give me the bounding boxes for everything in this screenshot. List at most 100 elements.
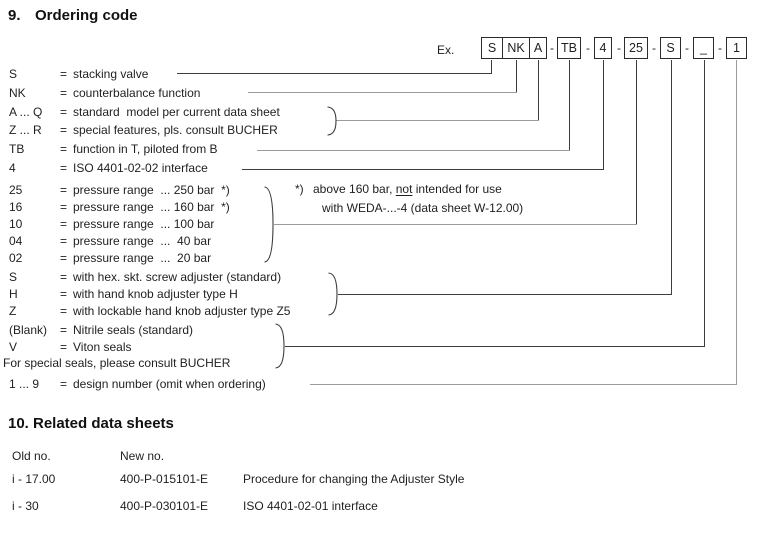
code-box-blank: _ [693, 37, 714, 59]
equals-sign: = [60, 340, 68, 354]
equals-sign: = [60, 142, 68, 156]
equals-sign: = [60, 377, 68, 391]
related-table-header-new: New no. [120, 449, 165, 463]
code-label: TB [9, 142, 25, 156]
code-label: 04 [9, 234, 23, 248]
equals-sign: = [60, 183, 68, 197]
connector-hline [177, 73, 492, 74]
dash-separator: - [550, 41, 554, 55]
code-label: 16 [9, 200, 23, 214]
example-label: Ex. [437, 43, 455, 57]
connector-vline [491, 60, 492, 74]
code-box-s: S [660, 37, 681, 59]
connector-vline [636, 60, 637, 225]
group-brace [264, 186, 274, 263]
code-box-1: 1 [726, 37, 747, 59]
dash-separator: - [617, 41, 621, 55]
group-brace [327, 106, 337, 136]
new-no: 400-P-030101-E [120, 499, 209, 513]
dash-separator: - [586, 41, 590, 55]
connector-hline [242, 169, 604, 170]
code-label: 02 [9, 251, 23, 265]
code-label: 10 [9, 217, 23, 231]
code-description: pressure range ... 20 bar [73, 251, 212, 265]
old-no: i - 30 [12, 499, 39, 513]
footnote-marker: *) [295, 182, 304, 196]
section-title-ordering-code: 9.Ordering code [8, 7, 138, 24]
code-box-group: S NK A [481, 37, 547, 59]
code-description: counterbalance function [73, 86, 201, 100]
code-label: A ... Q [9, 105, 43, 119]
code-cell-a: A [533, 41, 543, 55]
group-brace [328, 272, 338, 316]
code-box-tb: TB [557, 37, 581, 59]
sheet-description: Procedure for changing the Adjuster Styl… [243, 472, 465, 486]
new-no: 400-P-015101-E [120, 472, 209, 486]
equals-sign: = [60, 217, 68, 231]
equals-sign: = [60, 161, 68, 175]
code-label: 1 ... 9 [9, 377, 40, 391]
code-description: design number (omit when ordering) [73, 377, 266, 391]
dash-separator: - [685, 41, 689, 55]
code-description: ISO 4401-02-02 interface [73, 161, 208, 175]
code-description: pressure range ... 40 bar [73, 234, 212, 248]
connector-hline [338, 294, 672, 295]
equals-sign: = [60, 86, 68, 100]
connector-vline [569, 60, 570, 151]
code-description: pressure range ... 160 bar *) [73, 200, 230, 214]
code-label: Z [9, 304, 17, 318]
code-label: S [9, 67, 18, 81]
old-no: i - 17.00 [12, 472, 56, 486]
code-description: function in T, piloted from B [73, 142, 218, 156]
connector-vline [704, 60, 705, 347]
code-description: with lockable hand knob adjuster type Z5 [73, 304, 291, 318]
footnote-text: above 160 bar, [313, 182, 396, 196]
code-cell-nk: NK [503, 38, 530, 58]
connector-hline [274, 224, 637, 225]
code-label: S [9, 270, 18, 284]
code-description: stacking valve [73, 67, 149, 81]
code-box-25: 25 [624, 37, 648, 59]
section-title-related-data-sheets: 10.Related data sheets [8, 415, 174, 432]
connector-vline [671, 60, 672, 295]
related-table-header-old: Old no. [12, 449, 51, 463]
connector-hline [285, 346, 705, 347]
code-description: with hex. skt. screw adjuster (standard) [73, 270, 282, 284]
equals-sign: = [60, 304, 68, 318]
footnote-text: intended for use [412, 182, 502, 196]
equals-sign: = [60, 287, 68, 301]
equals-sign: = [60, 123, 68, 137]
special-seals-note: For special seals, please consult BUCHER [3, 356, 231, 370]
code-label: NK [9, 86, 26, 100]
connector-hline [310, 384, 737, 385]
code-description: with hand knob adjuster type H [73, 287, 238, 301]
connector-hline [257, 150, 570, 151]
code-description: standard model per current data sheet [73, 105, 280, 119]
section-title-text: Related data sheets [33, 415, 174, 432]
connector-vline [516, 60, 517, 93]
connector-vline [538, 60, 539, 121]
footnote-underlined-word: not [395, 182, 413, 196]
code-label: (Blank) [9, 323, 48, 337]
group-brace [275, 323, 285, 369]
code-cell-s: S [482, 38, 503, 58]
code-label: 25 [9, 183, 23, 197]
code-box-4: 4 [594, 37, 612, 59]
code-label: 4 [9, 161, 16, 175]
equals-sign: = [60, 234, 68, 248]
connector-hline [336, 120, 539, 121]
code-description: pressure range ... 250 bar *) [73, 183, 230, 197]
code-label: Z ... R [9, 123, 42, 137]
equals-sign: = [60, 200, 68, 214]
section-title-text: Ordering code [35, 7, 138, 24]
connector-vline [603, 60, 604, 170]
code-label: V [9, 340, 18, 354]
code-description: Nitrile seals (standard) [73, 323, 194, 337]
dash-separator: - [652, 41, 656, 55]
equals-sign: = [60, 323, 68, 337]
equals-sign: = [60, 251, 68, 265]
equals-sign: = [60, 67, 68, 81]
code-description: pressure range ... 100 bar [73, 217, 215, 231]
code-label: H [9, 287, 18, 301]
